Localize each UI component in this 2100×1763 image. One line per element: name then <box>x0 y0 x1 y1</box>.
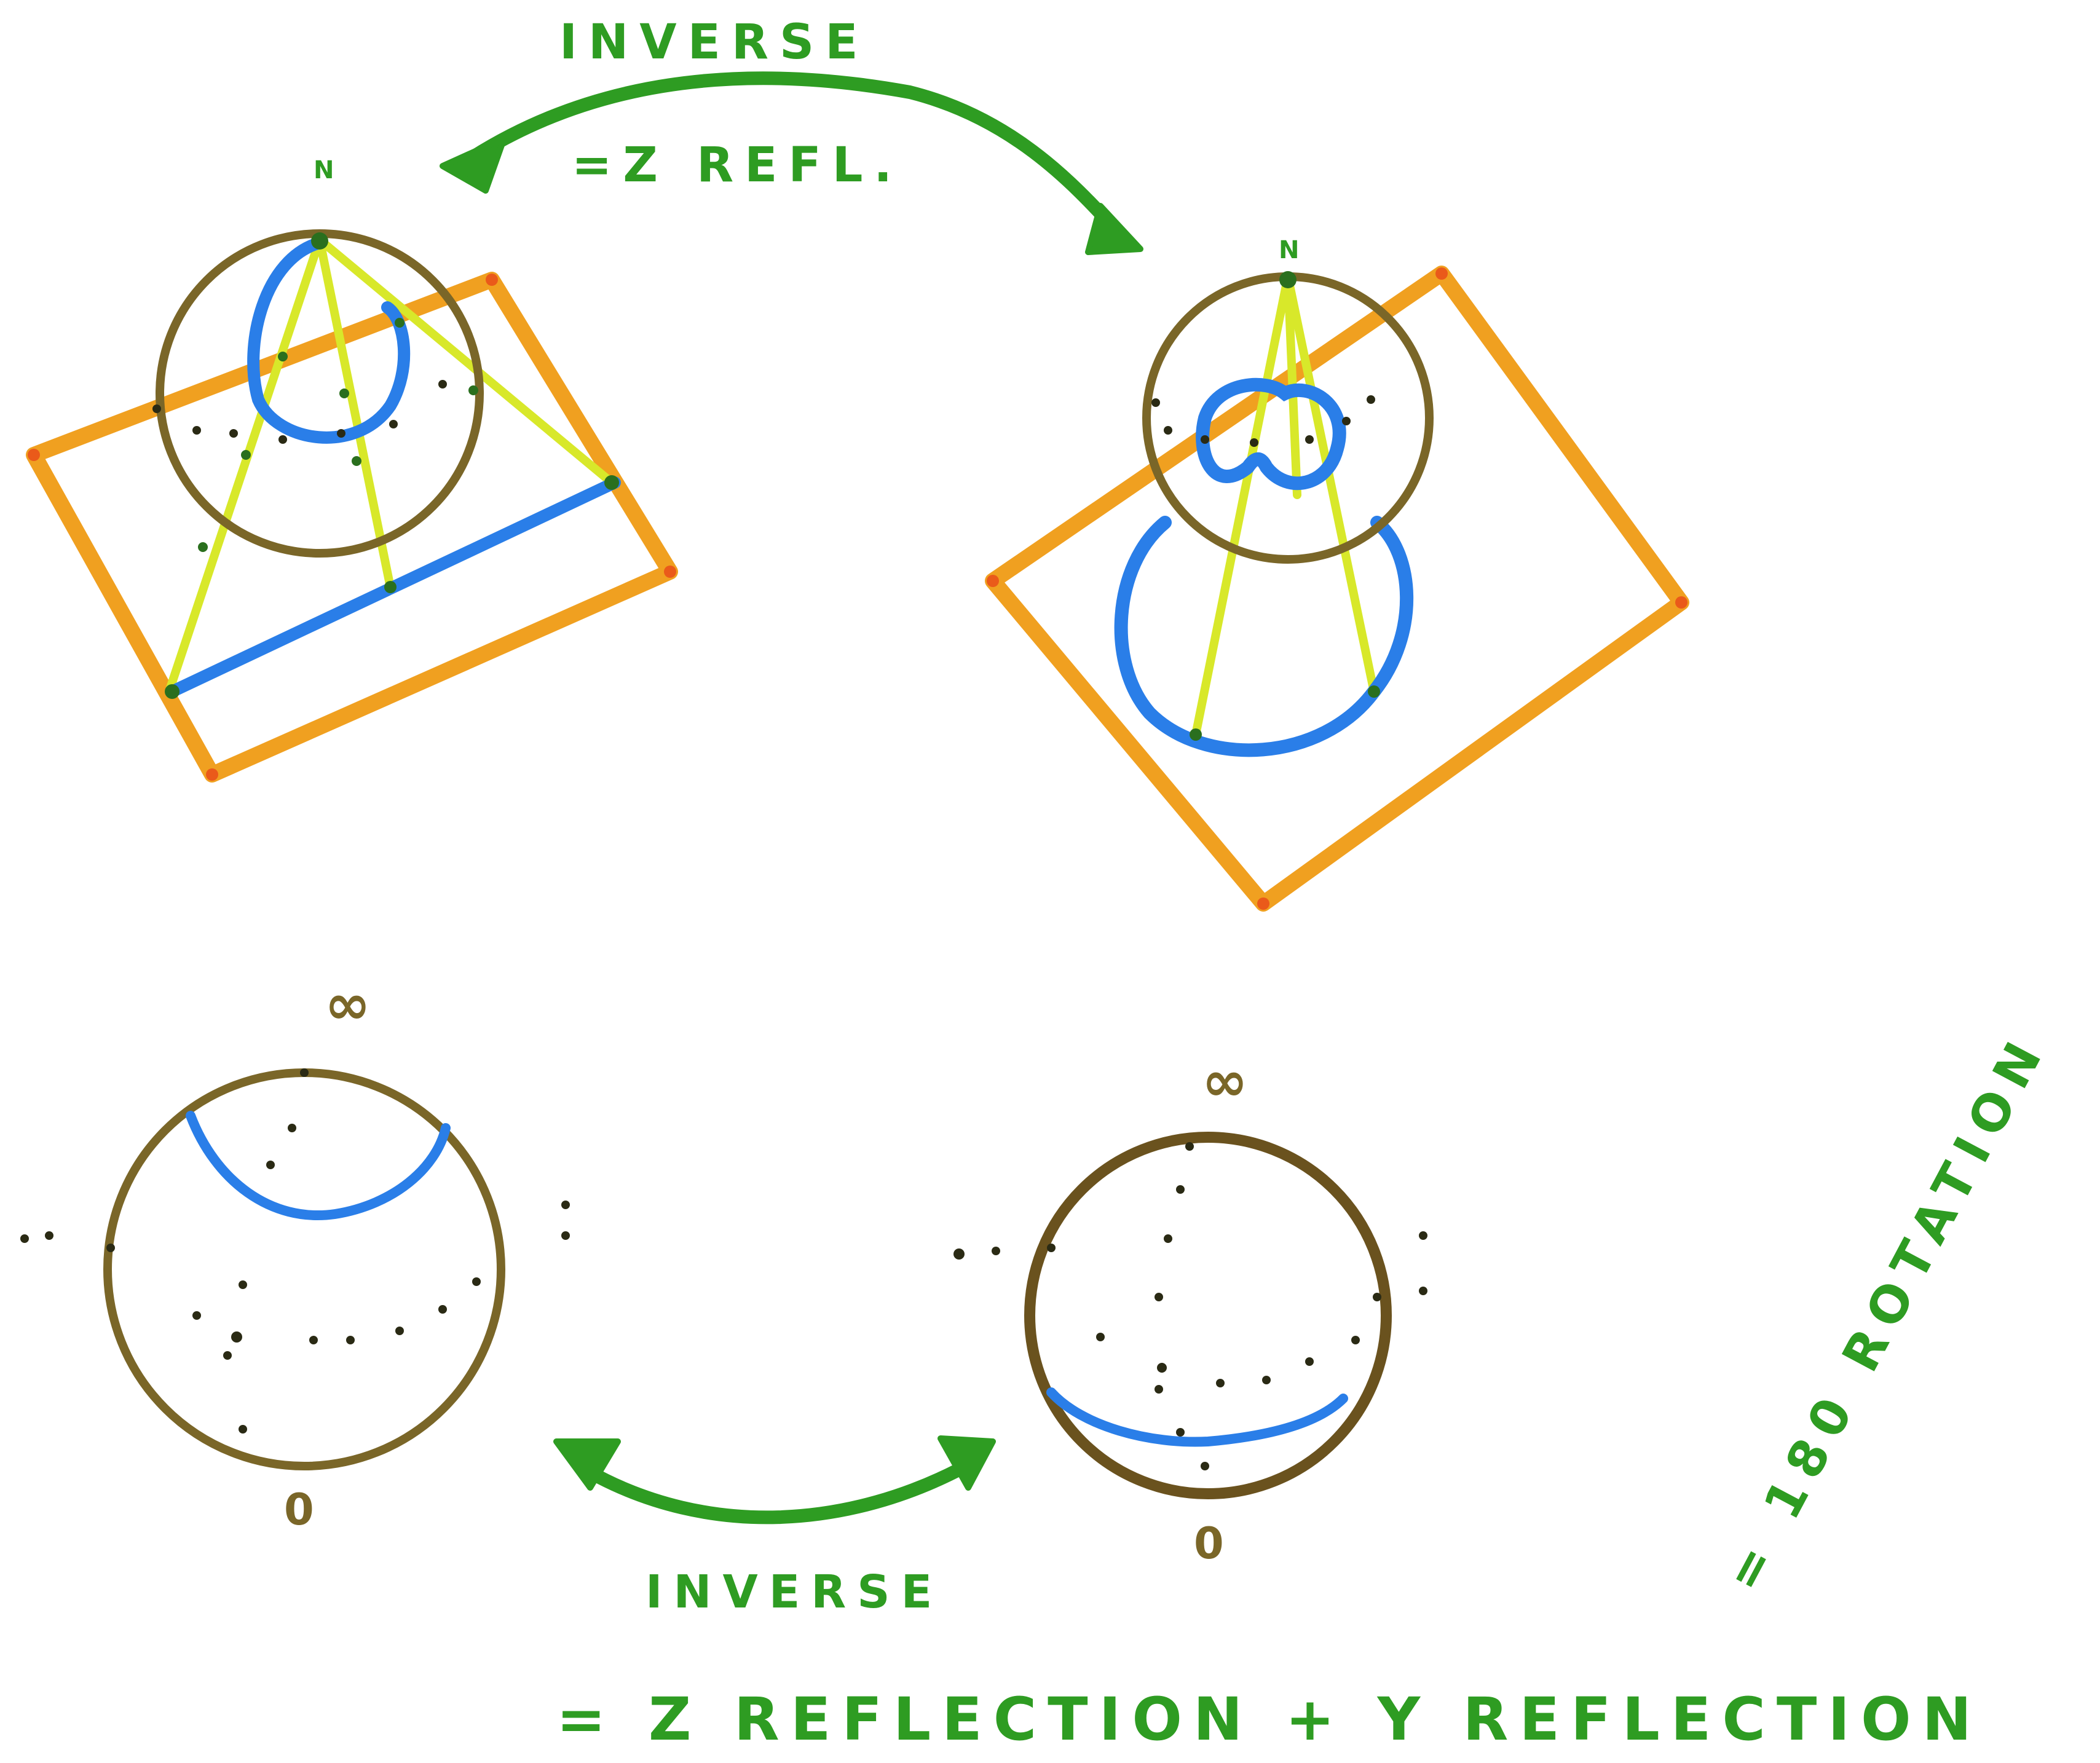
projection-lines-left <box>165 235 616 696</box>
top-left-projection: N <box>26 156 678 783</box>
image-curve-right <box>1114 377 1414 757</box>
axis-dots-bottom-left <box>223 1068 309 1434</box>
bottom-inverse-label: INVERSE <box>645 1566 943 1619</box>
top-equation-label: =Z REFL. <box>572 138 903 193</box>
equator-dots-right <box>1151 395 1375 447</box>
top-right-projection: N <box>985 236 1689 912</box>
zero-label-left: 0 <box>284 1485 314 1535</box>
infinity-label-right: ∞ <box>1202 1049 1248 1114</box>
plane-right <box>985 266 1689 912</box>
curve-bottom-left <box>186 1111 451 1220</box>
intersection-points-left <box>165 232 619 699</box>
bottom-right-sphere: ∞ 0 <box>953 1049 1427 1569</box>
equator-dots-bottom-left <box>20 1201 570 1344</box>
bottom-inverse-arrow <box>553 1435 996 1524</box>
bottom-equation-label: = Z REFLECTION + Y REFLECTION <box>556 1685 1983 1754</box>
plane-left <box>26 272 678 783</box>
axis-dots-bottom-right <box>1155 1142 1209 1470</box>
side-note-label: = 180 ROTATION <box>1715 1023 2059 1601</box>
bottom-left-sphere: ∞ 0 <box>20 972 570 1535</box>
equator-dots-bottom-right <box>953 1231 1427 1387</box>
zero-label-right: 0 <box>1194 1518 1224 1569</box>
top-inverse-arrow <box>440 71 1143 255</box>
equator-dots-left <box>152 380 447 444</box>
north-label-left: N <box>314 156 334 184</box>
sphere-bottom-right <box>1024 1132 1392 1499</box>
intersection-points-right <box>1190 271 1380 741</box>
infinity-label-left: ∞ <box>325 972 371 1037</box>
north-label-right: N <box>1279 236 1299 264</box>
curve-bottom-right <box>1046 1387 1348 1447</box>
top-inverse-label: INVERSE <box>559 15 869 70</box>
